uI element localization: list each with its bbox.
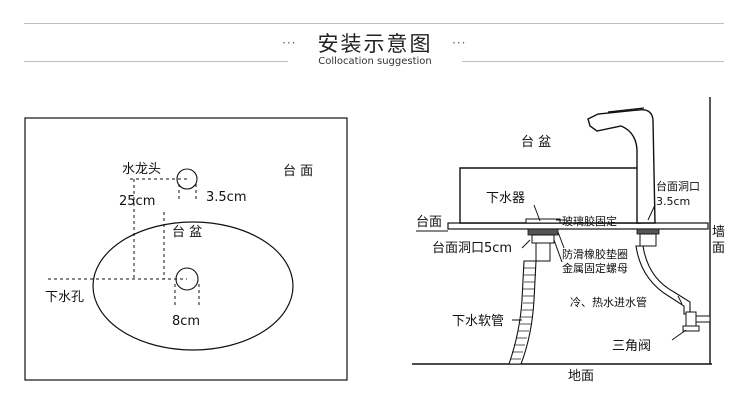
label-hole-size: 3.5cm — [206, 190, 247, 205]
supply-hose — [635, 245, 691, 315]
label-counter-hole: 台面洞口 — [656, 179, 700, 193]
page-subtitle: Collocation suggestion — [318, 56, 432, 67]
label-floor: 地面 — [568, 369, 594, 384]
left-dots: ··· — [282, 36, 297, 50]
drain-gasket — [527, 228, 559, 236]
label-drain-size: 8cm — [172, 314, 200, 329]
nut-leader — [553, 239, 563, 263]
label-angle-valve: 三角阀 — [612, 339, 651, 354]
label-counter-hole-size: 3.5cm — [656, 195, 690, 208]
header-left-rule — [24, 61, 288, 62]
basin-outline — [92, 221, 294, 351]
label-drain: 下水器 — [486, 191, 525, 206]
drain-tail — [535, 242, 551, 262]
faucet-hole — [176, 168, 198, 190]
label-gasket: 防滑橡胶垫圈 — [562, 247, 628, 261]
label-basin-section: 台 盆 — [521, 135, 551, 150]
label-countertop: 台面 — [416, 215, 442, 230]
angle-valve-body — [685, 311, 697, 327]
label-drain-hose: 下水软管 — [452, 314, 504, 329]
faucet-gasket — [636, 228, 660, 235]
angle-valve-knob — [682, 325, 700, 332]
drain-flange — [525, 218, 561, 224]
faucet-nut — [639, 233, 657, 247]
drain-hose — [508, 260, 537, 365]
label-nut: 金属固定螺母 — [562, 261, 628, 275]
hole5-leader — [521, 239, 531, 249]
label-hot-cold-pipe: 冷、热水进水管 — [570, 295, 647, 309]
drain-nut — [531, 234, 555, 244]
countertop-outline — [24, 117, 348, 381]
section-view: 台 盆 下水器 台面 台面洞口 3.5cm 玻璃胶固定 台面洞口5cm 防滑橡胶… — [412, 97, 725, 384]
gasket-leader — [557, 231, 565, 249]
valve-leader — [671, 329, 687, 341]
faucet-hole-leader — [647, 204, 656, 221]
page-title: 安装示意图 — [317, 32, 433, 56]
label-wall: 墙 — [712, 225, 725, 240]
label-counter-hole-5cm: 台面洞口5cm — [432, 241, 512, 256]
right-dots: ··· — [452, 36, 467, 50]
header: ··· 安装示意图 ··· Collocation suggestion — [0, 0, 750, 80]
header-right-rule — [462, 61, 724, 62]
label-drain-hole: 下水孔 — [45, 290, 84, 305]
plan-view: 水龙头 台 面 25cm 3.5cm 台 盆 下水孔 8cm — [24, 117, 348, 381]
label-distance: 25cm — [119, 194, 155, 209]
label-countertop-plan: 台 面 — [283, 164, 313, 179]
faucet-handle — [607, 107, 645, 113]
supply-leader — [677, 295, 683, 305]
faucet-body — [587, 109, 656, 224]
label-wall2: 面 — [712, 241, 725, 256]
header-top-rule — [24, 23, 724, 24]
label-basin-plan: 台 盆 — [172, 225, 202, 240]
angle-valve-stem — [695, 315, 711, 323]
drain-leader — [533, 204, 541, 222]
label-glue: 玻璃胶固定 — [562, 214, 617, 228]
label-faucet: 水龙头 — [122, 162, 161, 177]
